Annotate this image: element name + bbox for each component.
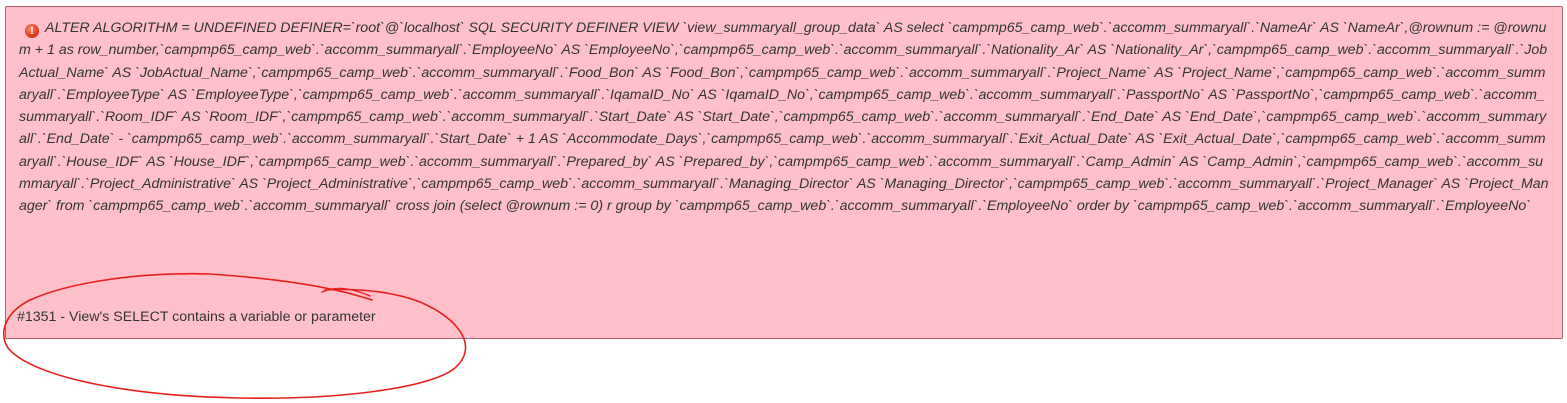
error-message-box: !ALTER ALGORITHM = UNDEFINED DEFINER=`ro…: [5, 6, 1563, 339]
error-icon: !: [25, 24, 39, 38]
sql-query-text: !ALTER ALGORITHM = UNDEFINED DEFINER=`ro…: [19, 17, 1549, 218]
sql-statement: ALTER ALGORITHM = UNDEFINED DEFINER=`roo…: [19, 20, 1549, 215]
error-code-message: #1351 - View's SELECT contains a variabl…: [17, 309, 376, 325]
